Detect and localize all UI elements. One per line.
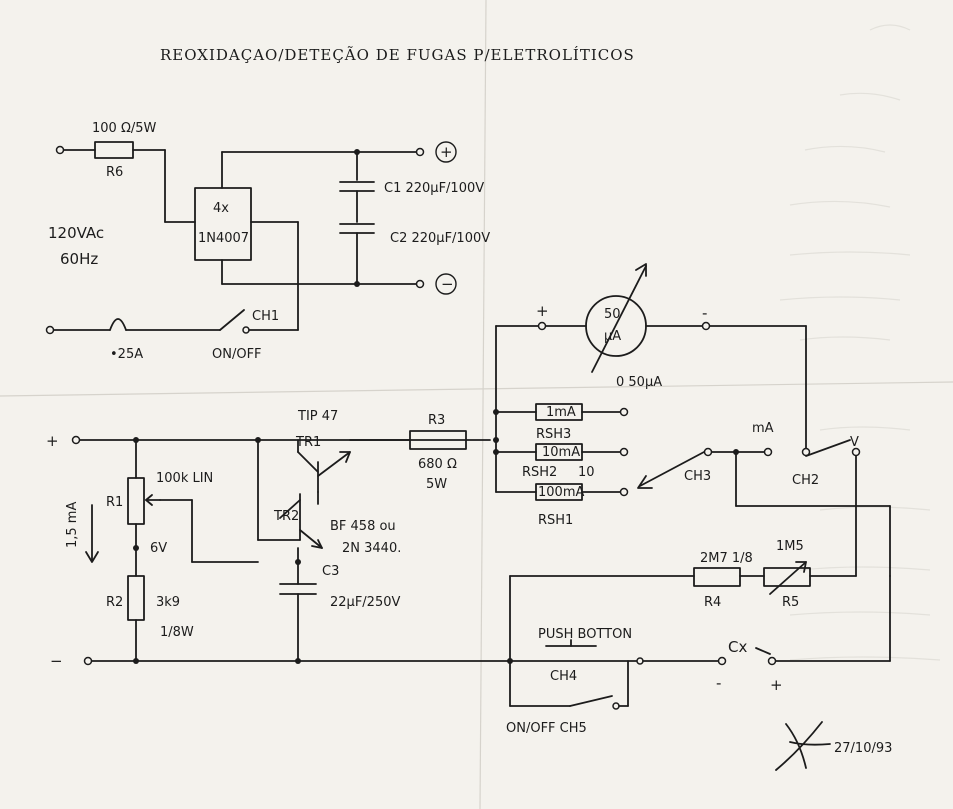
dc-plus-label: +: [440, 143, 453, 161]
dc-plus-terminal: [415, 147, 425, 157]
r2-power-label: 1/8W: [160, 625, 194, 640]
r3-power-label: 5W: [426, 477, 447, 492]
rsh2-note-label: 10: [578, 465, 595, 480]
tr2-part-label: BF 458 ou: [330, 519, 396, 534]
r5-value-label: 1M5: [776, 539, 804, 554]
ch2-label: CH2: [792, 473, 819, 488]
bridge-rectifier: [194, 187, 252, 261]
signature-mark: [775, 721, 831, 771]
resistor-r2: [127, 575, 145, 621]
plus-marker: [435, 141, 457, 163]
bridge-count-label: 4x: [213, 201, 229, 216]
reg-minus-terminal: [83, 656, 93, 666]
fuse: [109, 318, 127, 331]
pot-r1: [127, 477, 145, 525]
cx-minus-label: -: [716, 674, 721, 692]
minus-marker: [435, 273, 457, 295]
rsh3-ref-label: RSH3: [536, 427, 571, 442]
switch-ch1: [219, 309, 245, 331]
r4-ref-label: R4: [704, 595, 721, 610]
r6-value-label: 100 Ω/5W: [92, 121, 157, 136]
c3-value-label: 22μF/250V: [330, 595, 400, 610]
switch-ch2: [805, 439, 851, 457]
fold-line-vertical: [479, 0, 487, 809]
mains-voltage-label: 120VAc: [48, 224, 104, 242]
tr2-alt-label: 2N 3440.: [342, 541, 401, 556]
fold-line-horizontal: [0, 381, 953, 397]
tr2-ref-label: TR2: [273, 509, 299, 524]
ch3-label: CH3: [684, 469, 711, 484]
r6-ref-label: R6: [106, 165, 123, 180]
meter-range-label: 0 50μA: [616, 375, 662, 390]
regulator-section: + 1,5 mA 100k LIN R1 6V R2 3k9 1/8W: [46, 409, 641, 670]
r3-value-label: 680 Ω: [418, 457, 457, 472]
r5-ref-label: R5: [782, 595, 799, 610]
meter-value-label: 50: [604, 307, 621, 322]
r1-label: R1: [106, 495, 123, 510]
reg-minus-label: −: [50, 652, 63, 670]
fuse-label: •25A: [110, 347, 143, 362]
signature: 27/10/93: [775, 721, 892, 771]
rsh3-value-label: 1mA: [546, 405, 576, 420]
ac-input-terminal-top: [55, 145, 65, 155]
output-section: 2M7 1/8 R4 1M5 R5 PUSH BOTTON CH4 Cx - +…: [506, 539, 891, 736]
divider-voltage-label: 6V: [150, 541, 167, 556]
ch1-label: CH1: [252, 309, 279, 324]
cx-plus-label: +: [770, 676, 783, 694]
resistor-r6: [94, 141, 134, 159]
v-label: V: [850, 435, 859, 450]
cx-minus-terminal: [717, 656, 727, 666]
rsh2-ref-label: RSH2: [522, 465, 557, 480]
ch5-label: ON/OFF CH5: [506, 721, 587, 736]
c3-ref-label: C3: [322, 564, 339, 579]
tr1-part-label: TIP 47: [297, 409, 338, 424]
pot-r5: [763, 567, 811, 587]
ma-label: mA: [752, 421, 774, 436]
cx-label: Cx: [728, 638, 747, 656]
ch4-label: CH4: [550, 669, 577, 684]
pot-value-label: 100k LIN: [156, 471, 213, 486]
rsh1-ref-label: RSH1: [538, 513, 573, 528]
resistor-r3: [409, 430, 467, 450]
rsh1-value-label: 100mA: [538, 485, 584, 500]
switch-ch5: [569, 695, 613, 707]
r4-value-label: 2M7 1/8: [700, 551, 753, 566]
r2-value-label: 3k9: [156, 595, 180, 610]
bleed-through-writing: [779, 24, 941, 661]
diagram-title: REOXIDAÇAO/DETEÇÃO DE FUGAS P/ELETROLÍTI…: [160, 46, 635, 64]
c2-label: C2 220μF/100V: [390, 231, 490, 246]
mains-frequency-label: 60Hz: [60, 250, 98, 268]
reg-plus-terminal: [71, 435, 81, 445]
dc-minus-label: −: [441, 275, 454, 293]
reg-plus-label: +: [46, 432, 59, 450]
resistor-r4: [693, 567, 741, 587]
meter-minus-label: -: [702, 304, 707, 322]
tr1-ref-label: TR1: [295, 435, 321, 450]
switch-ch3: [639, 451, 705, 487]
dc-minus-terminal: [415, 279, 425, 289]
bridge-part-label: 1N4007: [198, 231, 249, 246]
power-supply-section: 100 Ω/5W R6 120VAc 60Hz 4x 1N4007 C1 220…: [45, 121, 490, 362]
meter-plus-label: +: [536, 302, 549, 320]
rsh2-value-label: 10mA: [542, 445, 580, 460]
current-label: 1,5 mA: [65, 502, 80, 548]
push-button-label: PUSH BOTTON: [538, 627, 632, 642]
meter-section: + 50 μA - 0 50μA 1mA RSH3 10mA RSH2 10 1…: [493, 263, 891, 577]
r2-label: R2: [106, 595, 123, 610]
ac-input-terminal-bottom: [45, 325, 55, 335]
switch-ch1-label: ON/OFF: [212, 347, 262, 362]
c1-label: C1 220μF/100V: [384, 181, 484, 196]
r3-ref-label: R3: [428, 413, 445, 428]
cx-plus-terminal: [767, 656, 777, 666]
signature-date: 27/10/93: [834, 741, 892, 756]
